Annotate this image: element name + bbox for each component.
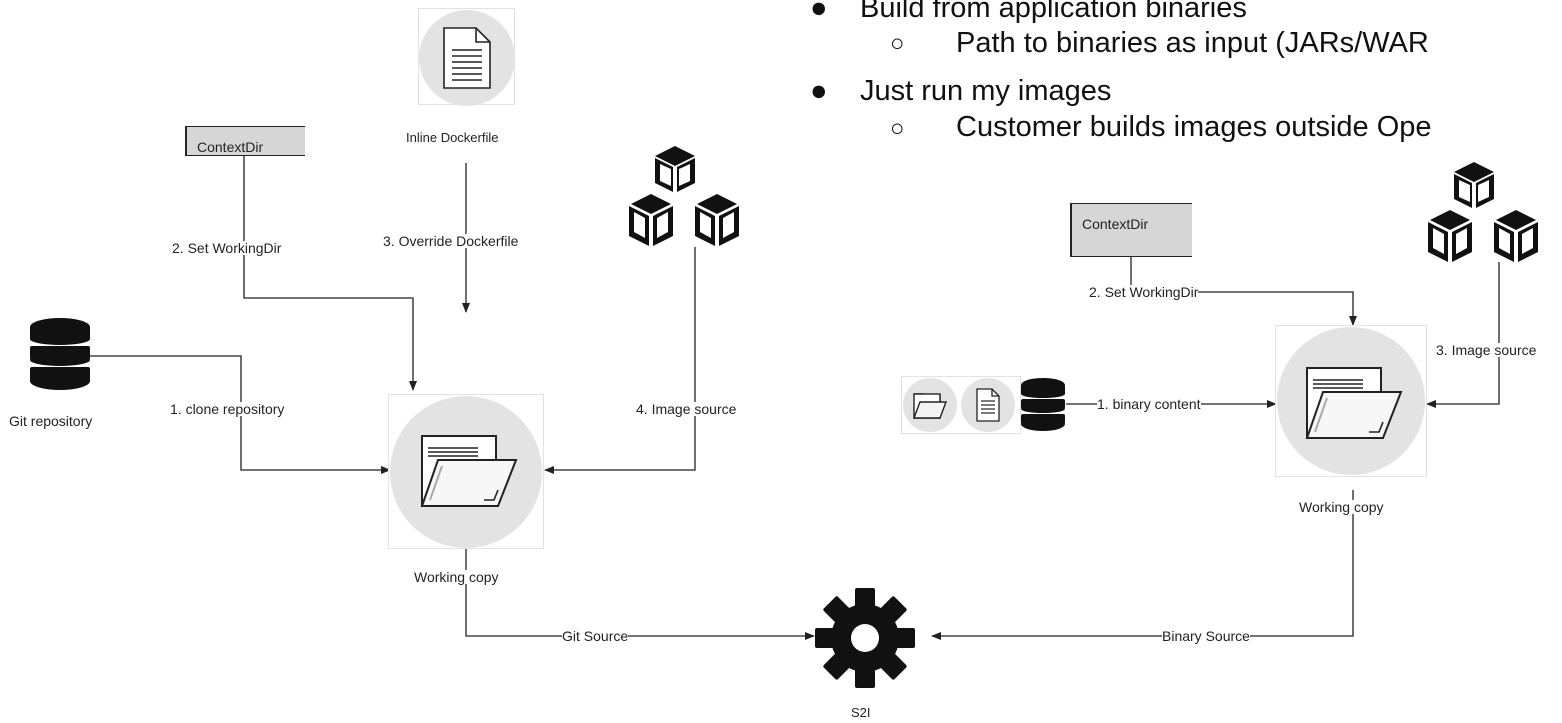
open-folder-icon-right	[1305, 367, 1403, 439]
context-dir-box-right: ContextDir	[1070, 203, 1192, 257]
open-folder-icon	[420, 435, 518, 507]
cubes-icon	[629, 146, 739, 246]
set-workingdir-label: 2. Set WorkingDir	[172, 240, 282, 256]
document-icon-small	[976, 388, 1000, 422]
bullet-glyph-2: ●	[810, 75, 828, 107]
gear-icon	[815, 588, 915, 688]
database-icon-small	[1021, 378, 1065, 431]
working-copy-label-right: Working copy	[1299, 499, 1384, 515]
context-dir-box: ContextDir	[185, 126, 305, 156]
sub-bullet-glyph-1: ○	[890, 30, 905, 57]
bullet-just-run-images: Just run my images	[860, 75, 1112, 107]
image-source-label-right: 3. Image source	[1436, 342, 1537, 358]
git-repository-label: Git repository	[9, 413, 93, 429]
cubes-icon-right	[1428, 162, 1538, 262]
s2i-label: S2I	[851, 705, 871, 720]
context-dir-label: ContextDir	[197, 139, 264, 155]
binary-source-label: Binary Source	[1162, 628, 1250, 644]
connector-image-source-left	[544, 247, 696, 474]
connector-image-source-right	[1426, 262, 1500, 408]
bullet-customer-builds: Customer builds images outside Ope	[956, 111, 1432, 143]
context-dir-label-right: ContextDir	[1082, 216, 1149, 232]
document-icon	[443, 27, 491, 89]
override-dockerfile-label: 3. Override Dockerfile	[383, 233, 519, 249]
bullet-build-from-binaries: Build from application binaries	[860, 0, 1247, 24]
inline-dockerfile-label: Inline Dockerfile	[406, 130, 499, 145]
connector-set-workingdir	[243, 156, 417, 391]
set-workingdir-label-right: 2. Set WorkingDir	[1089, 284, 1199, 300]
database-icon	[30, 318, 90, 390]
sub-bullet-glyph-2: ○	[890, 115, 905, 142]
bullet-glyph-1: ●	[810, 0, 828, 24]
bullet-path-to-binaries: Path to binaries as input (JARs/WAR	[956, 27, 1429, 59]
binary-content-label: 1. binary content	[1097, 396, 1201, 412]
connector-binary-source	[931, 490, 1354, 640]
connector-set-workingdir-right	[1130, 257, 1357, 326]
connector-git-source	[465, 548, 815, 640]
git-source-label: Git Source	[562, 628, 629, 644]
folder-icon	[912, 393, 948, 419]
clone-repository-label: 1. clone repository	[170, 401, 285, 417]
image-source-label: 4. Image source	[636, 401, 737, 417]
working-copy-label: Working copy	[414, 569, 499, 585]
